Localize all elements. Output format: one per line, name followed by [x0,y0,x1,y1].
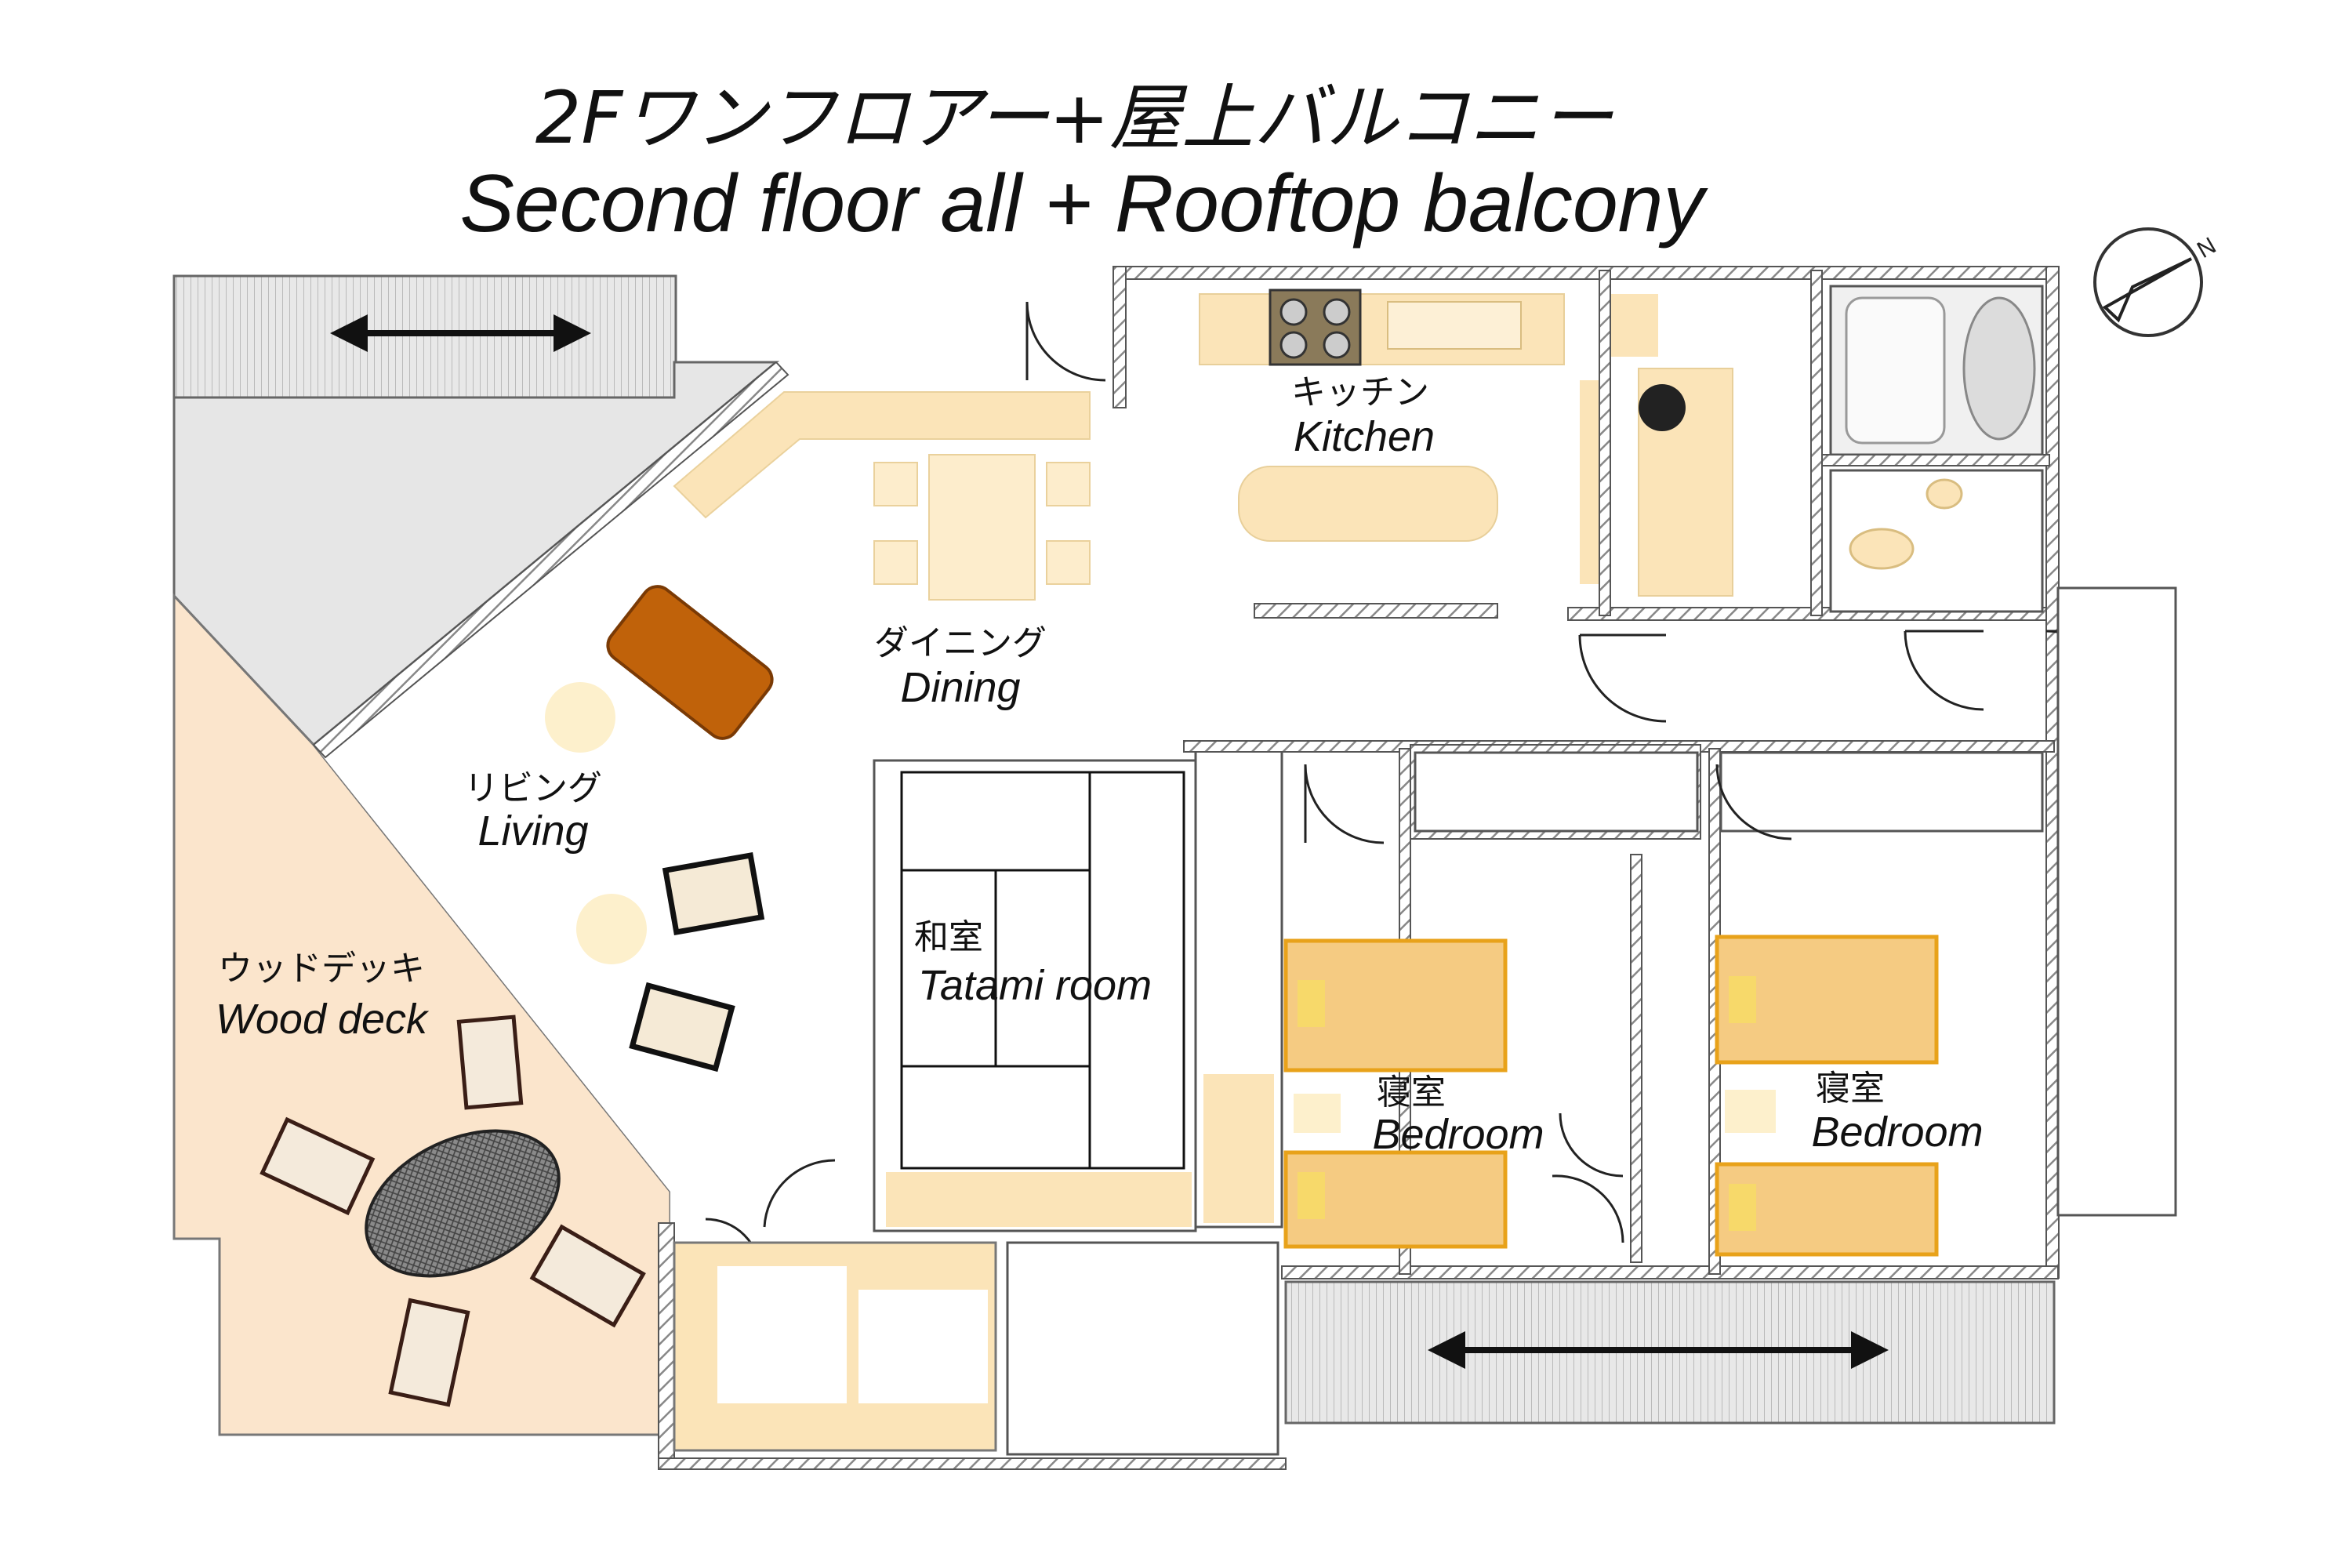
kitchen-label-jp: キッチン [1291,372,1429,412]
side-table [576,894,647,964]
tatami-label-en: Tatami room [918,962,1152,1009]
tatami-room [873,759,1197,1232]
sofa [606,585,774,740]
kitchen-label-en: Kitchen [1294,413,1435,460]
title-english: Second floor all + Rooftop balcony [459,158,1708,249]
entry-area [673,1241,1279,1456]
bedroom-1-label-jp: 寝室 [1377,1073,1446,1112]
bedroom-2-label-jp: 寝室 [1816,1069,1885,1109]
north-arrow-icon: N [2093,227,2220,337]
bedroom-1 [1283,751,1699,1249]
closet-column [1194,747,1283,1229]
kitchen-counter [1199,289,1565,366]
bedroom-2 [1715,751,2044,1257]
living-label-jp: リビング [464,768,602,808]
title-japanese: 2Fワンフロアー+屋上バルコニー [535,76,1613,160]
dining-set [873,454,1091,601]
bedroom-1-label-en: Bedroom [1372,1111,1544,1158]
side-strip [2056,586,2177,1217]
outer-walls [312,266,2060,1470]
dining-label-en: Dining [900,664,1020,711]
wood-deck-label-jp: ウッドデッキ [218,949,425,989]
outdoor-table [365,1129,561,1278]
kitchen-island [1238,466,1498,542]
bathroom [1829,285,2044,613]
bedroom-2-label-en: Bedroom [1811,1109,1983,1156]
dining-label-jp: ダイニング [874,623,1047,663]
living-label-en: Living [477,808,588,855]
wood-deck-label-en: Wood deck [216,996,430,1043]
tatami-label-jp: 和室 [914,917,983,957]
side-table [545,682,615,753]
kitchen-partition [1254,603,1498,619]
deck-chairs [260,1014,646,1407]
living-counter [673,391,1091,519]
armchairs [629,852,765,1073]
